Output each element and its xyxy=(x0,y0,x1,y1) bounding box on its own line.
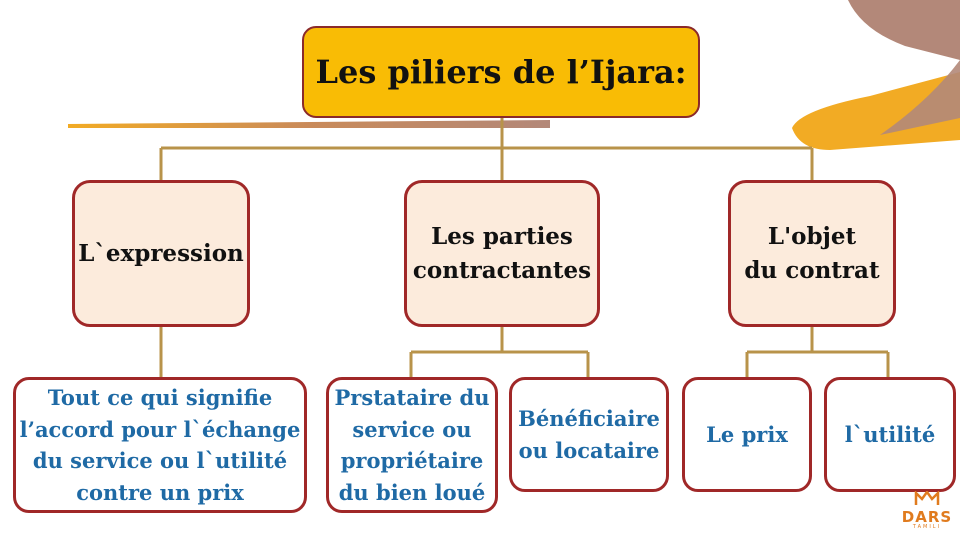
decor-brown-arc xyxy=(848,0,960,60)
diagram-title: Les piliers de l’Ijara: xyxy=(302,26,700,118)
pillar-parties: Les parties contractantes xyxy=(404,180,600,327)
pillar-objet: L'objet du contrat xyxy=(728,180,896,327)
leaf-prestataire: Prstataire du service ou propriétaire du… xyxy=(326,377,498,513)
decor-gradient-stroke xyxy=(68,120,550,128)
leaf-prestataire-text: Prstataire du service ou propriétaire du… xyxy=(334,385,490,505)
decor-orange-arc xyxy=(792,72,960,150)
leaf-expression-definition: Tout ce qui signifie l’accord pour l`éch… xyxy=(13,377,307,513)
leaf-prix-text: Le prix xyxy=(706,421,788,447)
logo-mark-icon xyxy=(914,489,940,505)
leaf-beneficiaire-text: Bénéficiaire ou locataire xyxy=(518,406,660,463)
leaf-beneficiaire: Bénéficiaire ou locataire xyxy=(509,377,669,492)
decor-brown-band xyxy=(880,60,960,135)
leaf-utilite-text: l`utilité xyxy=(844,421,936,447)
pillar-expression-label: L`expression xyxy=(78,239,244,267)
leaf-prix: Le prix xyxy=(682,377,812,492)
dars-logo: DARS TAMILI xyxy=(898,489,956,538)
diagram-title-text: Les piliers de l’Ijara: xyxy=(315,53,687,91)
pillar-parties-label: Les parties contractantes xyxy=(412,223,592,284)
leaf-utilite: l`utilité xyxy=(824,377,956,492)
logo-subtext: TAMILI xyxy=(912,524,942,530)
logo-text: DARS xyxy=(901,508,953,526)
pillar-expression: L`expression xyxy=(72,180,250,327)
leaf-expression-definition-text: Tout ce qui signifie l’accord pour l`éch… xyxy=(19,385,301,505)
pillar-objet-label: L'objet du contrat xyxy=(744,223,880,284)
